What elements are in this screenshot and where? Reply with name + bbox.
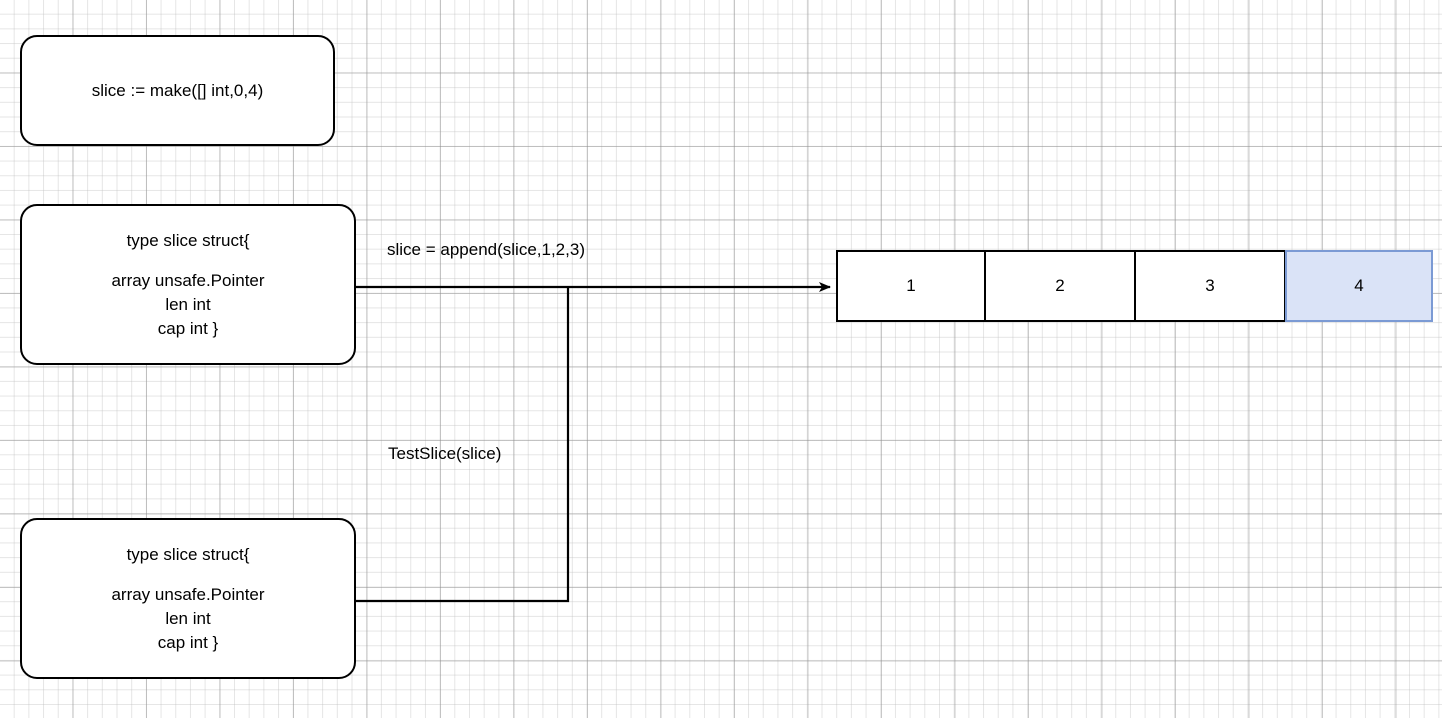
node-struct-top[interactable]: type slice struct{ array unsafe.Pointer …	[20, 204, 356, 365]
node-struct-top-line-3: len int	[165, 294, 211, 314]
node-struct-bottom-line-4: cap int }	[157, 632, 219, 652]
array-cell-2[interactable]: 3	[1135, 250, 1285, 322]
node-struct-top-line-4: cap int }	[157, 318, 219, 338]
node-make-slice-line-0: slice := make([] int,0,4)	[91, 80, 264, 100]
array-table: 1 2 3 4	[836, 250, 1433, 322]
edge-label-append: slice = append(slice,1,2,3)	[387, 240, 585, 259]
node-struct-bottom-line-3: len int	[165, 608, 211, 628]
node-make-slice[interactable]: slice := make([] int,0,4)	[20, 35, 335, 146]
array-cell-0[interactable]: 1	[836, 250, 985, 322]
node-struct-top-line-0: type slice struct{	[126, 230, 250, 250]
node-struct-top-line-2: array unsafe.Pointer	[111, 270, 265, 290]
array-cell-3[interactable]: 4	[1285, 250, 1433, 322]
node-struct-bottom-line-0: type slice struct{	[126, 544, 250, 564]
array-cell-1[interactable]: 2	[985, 250, 1135, 322]
node-struct-bottom[interactable]: type slice struct{ array unsafe.Pointer …	[20, 518, 356, 679]
node-struct-bottom-line-2: array unsafe.Pointer	[111, 584, 265, 604]
edge-label-testslice: TestSlice(slice)	[388, 444, 502, 463]
